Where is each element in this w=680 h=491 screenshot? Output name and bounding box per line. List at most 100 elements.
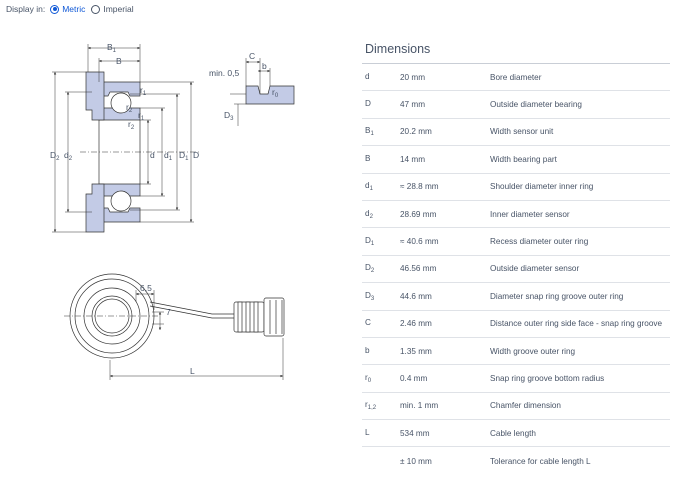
dimension-description: Distance outer ring side face - snap rin… xyxy=(490,319,663,329)
imperial-radio[interactable] xyxy=(91,4,101,14)
dimension-symbol-letter: D xyxy=(365,236,371,246)
metric-radio[interactable] xyxy=(50,4,60,14)
label-min05: min. 0,5 xyxy=(209,68,240,78)
dimension-value: 44.6 mm xyxy=(400,291,432,301)
dimension-symbol-subscript: 1,2 xyxy=(367,405,377,412)
label-D: D xyxy=(193,150,199,160)
dimension-symbol: d xyxy=(362,72,400,83)
label-L: L xyxy=(190,366,195,376)
dimension-value: min. 1 mm xyxy=(400,401,439,411)
dimension-row: D2 46.56 mm Outside diameter sensor xyxy=(362,256,670,284)
dimension-description: Snap ring groove bottom radius xyxy=(490,373,605,383)
metric-label: Metric xyxy=(62,4,86,14)
dimension-symbol: r0 xyxy=(362,373,400,384)
label-b: B xyxy=(116,56,122,66)
dimension-value: 46.56 mm xyxy=(400,264,437,274)
dimension-value: 534 mm xyxy=(400,428,430,438)
dimension-symbol-subscript: 0 xyxy=(367,377,372,384)
unit-toggle-label: Display in: xyxy=(6,4,46,14)
dimension-symbol-letter: d xyxy=(365,181,370,191)
label-b-small: b xyxy=(262,61,267,71)
dimension-symbol: d1 xyxy=(362,181,400,192)
label-b1: B1 xyxy=(107,42,117,54)
front-view-dimensions xyxy=(109,290,284,380)
label-r0: r0 xyxy=(272,87,279,99)
dimension-row: d 20 mm Bore diameter xyxy=(362,64,670,92)
dimension-description: Width bearing part xyxy=(490,154,557,164)
dimension-symbol: D3 xyxy=(362,291,400,302)
dimension-symbol-subscript: 1 xyxy=(370,241,375,248)
dimension-symbol-letter: d xyxy=(365,208,370,218)
dimension-description: Recess diameter outer ring xyxy=(490,237,589,247)
label-r1-top: r1 xyxy=(140,85,147,97)
dimension-value: 14 mm xyxy=(400,154,426,164)
dimension-symbol-letter: D xyxy=(365,290,371,300)
dimension-description: Outside diameter bearing xyxy=(490,100,582,110)
dimension-symbol: C xyxy=(362,318,400,329)
dimension-symbol-letter: r xyxy=(365,372,368,382)
dimension-symbol-letter: D xyxy=(365,263,371,273)
dimensions-title: Dimensions xyxy=(362,38,670,64)
cross-section-drawing xyxy=(85,71,141,233)
label-d1-inner: d1 xyxy=(164,150,173,162)
label-d2-outer: D2 xyxy=(50,150,60,162)
dimension-symbol-letter: B xyxy=(365,153,371,163)
dimension-symbol-subscript: 2 xyxy=(370,268,375,275)
dimension-description: Chamfer dimension xyxy=(490,401,561,411)
dimension-symbol: r1,2 xyxy=(362,400,400,411)
dimension-description: Diameter snap ring groove outer ring xyxy=(490,291,624,301)
dimension-value: 28.69 mm xyxy=(400,209,437,219)
label-r1-mid: r1 xyxy=(138,110,145,122)
dimension-value: 20 mm xyxy=(400,72,426,82)
front-view-drawing xyxy=(64,273,285,359)
snap-ring-groove-detail xyxy=(245,85,295,105)
metric-option[interactable]: Metric xyxy=(50,4,85,14)
dimension-symbol-letter: L xyxy=(365,427,370,437)
dimension-symbol-letter: D xyxy=(365,99,371,109)
dimension-value: ≈ 40.6 mm xyxy=(400,237,439,247)
label-r2-mid: r2 xyxy=(128,119,135,131)
dimension-description: Inner diameter sensor xyxy=(490,209,570,219)
dimension-symbol-subscript: 1 xyxy=(369,186,373,193)
label-d3: D3 xyxy=(224,110,234,122)
dimension-description: Outside diameter sensor xyxy=(490,264,580,274)
dimension-symbol: d2 xyxy=(362,209,400,220)
dimension-symbol-letter: B xyxy=(365,126,371,136)
label-dim65: 6,5 xyxy=(140,283,152,293)
dimension-description: Width sensor unit xyxy=(490,127,554,137)
dimension-symbol-letter: C xyxy=(365,318,371,328)
dimension-value: ≈ 28.8 mm xyxy=(400,182,439,192)
dimension-symbol: B1 xyxy=(362,126,400,137)
dimension-symbol: D1 xyxy=(362,236,400,247)
imperial-option[interactable]: Imperial xyxy=(91,4,134,14)
dimension-row: B 14 mm Width bearing part xyxy=(362,146,670,174)
label-r2-top: r2 xyxy=(126,102,133,114)
dimension-symbol: L xyxy=(362,428,400,439)
groove-dimensions xyxy=(230,58,271,126)
label-c: C xyxy=(249,51,255,61)
dimension-symbol-subscript: 3 xyxy=(370,295,375,302)
dimension-value: 20.2 mm xyxy=(400,127,432,137)
dimension-description: Width groove outer ring xyxy=(490,346,576,356)
dimension-symbol: B xyxy=(362,154,400,165)
dimension-symbol: b xyxy=(362,346,400,357)
label-dim7: 7 xyxy=(166,307,171,317)
dimension-symbol-letter: d xyxy=(365,71,370,81)
label-d: d xyxy=(150,150,155,160)
label-d1-outer: D1 xyxy=(179,150,189,162)
cross-section-dimensions xyxy=(52,44,200,233)
dimension-description: Bore diameter xyxy=(490,72,542,82)
label-d2-inner: d2 xyxy=(64,150,73,162)
